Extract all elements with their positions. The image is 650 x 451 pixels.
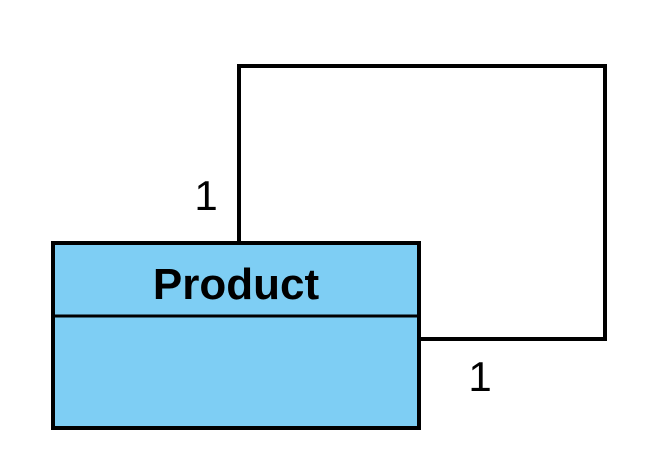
multiplicity-target: 1: [468, 353, 491, 400]
class-product-box: [51, 241, 421, 430]
class-product-name: Product: [153, 260, 320, 309]
multiplicity-source: 1: [194, 172, 217, 219]
self-association-line[interactable]: [237, 64, 607, 341]
class-product[interactable]: Product: [51, 241, 421, 430]
